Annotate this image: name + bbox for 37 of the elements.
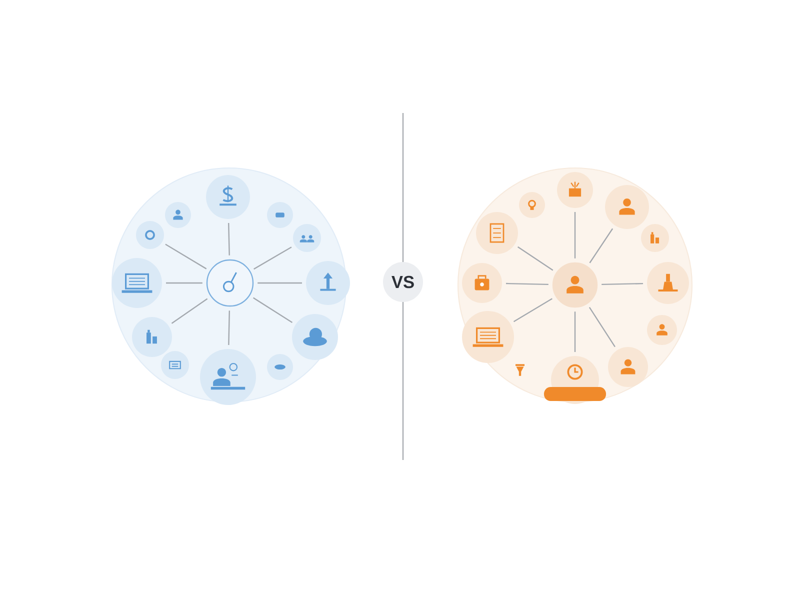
connector-line xyxy=(589,228,614,264)
connector-line xyxy=(228,310,230,346)
connector-line xyxy=(574,312,576,352)
icon-circle xyxy=(267,354,293,380)
icon-circle xyxy=(136,221,164,249)
icon-circle xyxy=(647,262,689,304)
hub-circle xyxy=(206,259,254,307)
icon-circle xyxy=(476,212,518,254)
connector-line xyxy=(588,307,616,348)
connector-line xyxy=(258,282,302,284)
connector-line xyxy=(574,212,576,258)
connector-line xyxy=(517,246,554,271)
icon-circle xyxy=(608,347,648,387)
connector-line xyxy=(602,282,644,286)
icon-circle xyxy=(647,315,677,345)
connector-line xyxy=(166,282,202,284)
hub-circle xyxy=(552,262,598,308)
connector-line xyxy=(506,282,548,286)
icon-circle xyxy=(641,224,669,252)
connector-line xyxy=(252,297,293,324)
icon-circle xyxy=(206,175,250,219)
icon-circle xyxy=(306,261,350,305)
funnel-icon xyxy=(516,364,524,376)
connector-line xyxy=(171,298,208,324)
connector-line xyxy=(513,298,552,322)
icon-circle xyxy=(462,311,514,363)
icon-circle xyxy=(112,258,162,308)
icon-circle xyxy=(267,202,293,228)
connector-line xyxy=(254,246,292,270)
icon-circle xyxy=(293,224,321,252)
connector-line xyxy=(165,244,207,270)
icon-circle xyxy=(605,185,649,229)
connector-line xyxy=(228,222,230,256)
icon-circle xyxy=(132,317,172,357)
icon-circle xyxy=(557,172,593,208)
icon-circle xyxy=(161,351,189,379)
icon-circle xyxy=(519,192,545,218)
